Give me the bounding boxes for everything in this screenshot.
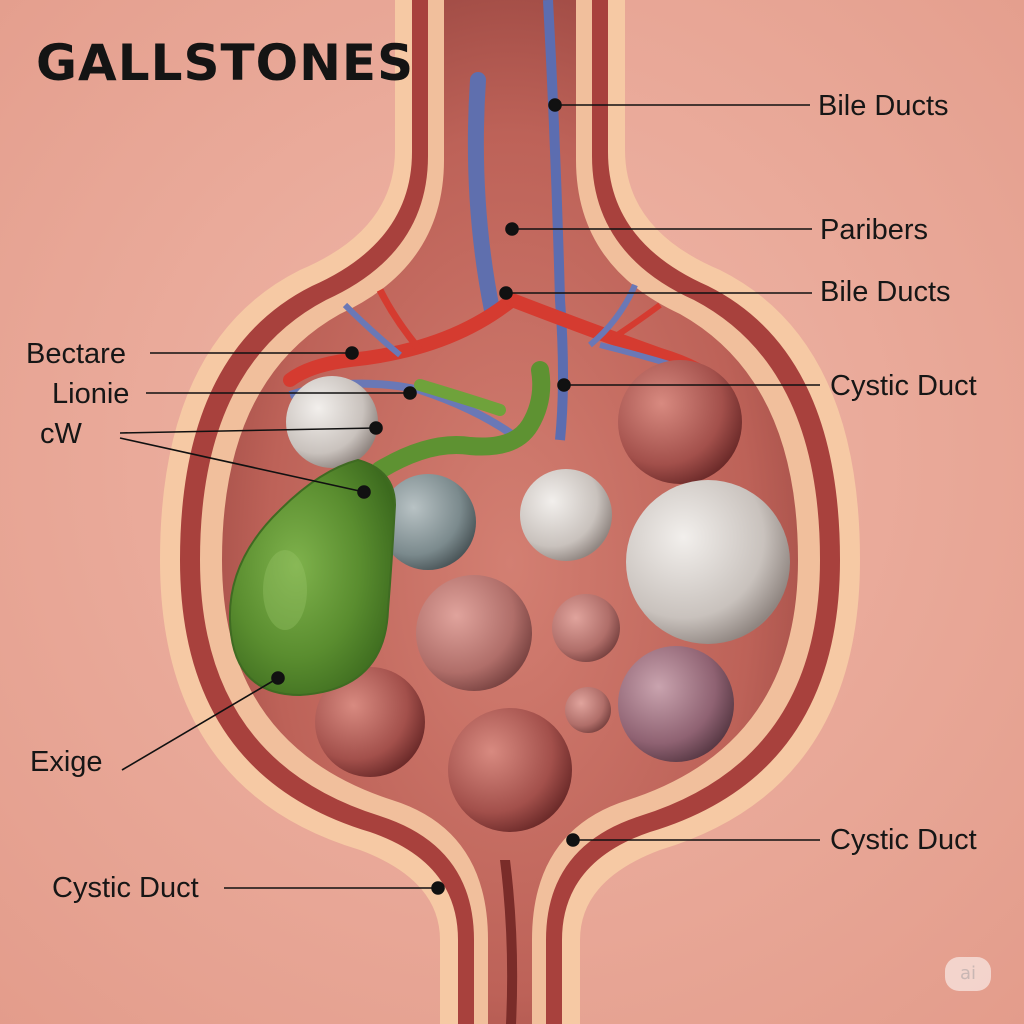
- gallstone: [315, 667, 425, 777]
- label-exige: Exige: [30, 746, 103, 778]
- ai-watermark-badge: ai: [945, 957, 991, 991]
- artery-branch-left: [283, 293, 519, 387]
- label-cystic-duct-lower-right: Cystic Duct: [830, 824, 977, 856]
- vein-left: [467, 72, 500, 318]
- gallstone: [626, 480, 790, 644]
- gallstone: [416, 575, 532, 691]
- label-cystic-duct-lower-left: Cystic Duct: [52, 872, 199, 904]
- label-paribers: Paribers: [820, 214, 928, 246]
- gallstone: [565, 687, 611, 733]
- gallbladder: [228, 458, 397, 697]
- label-lionie: Lionie: [52, 378, 130, 410]
- gallstone: [448, 708, 572, 832]
- gallstone: [618, 360, 742, 484]
- gallstone: [618, 646, 734, 762]
- page-title: GALLSTONES: [36, 34, 415, 92]
- gallstone: [286, 376, 378, 468]
- leader-lines: [119, 98, 820, 895]
- label-bile-ducts-mid: Bile Ducts: [820, 276, 951, 308]
- gallstone: [552, 594, 620, 662]
- label-bectare: Bectare: [26, 338, 126, 370]
- gallstone: [380, 474, 476, 570]
- label-bile-ducts-top: Bile Ducts: [818, 90, 949, 122]
- gallstone: [520, 469, 612, 561]
- label-cw: cW: [40, 418, 82, 450]
- label-cystic-duct-right: Cystic Duct: [830, 370, 977, 402]
- cystic-duct-tube: [371, 361, 551, 479]
